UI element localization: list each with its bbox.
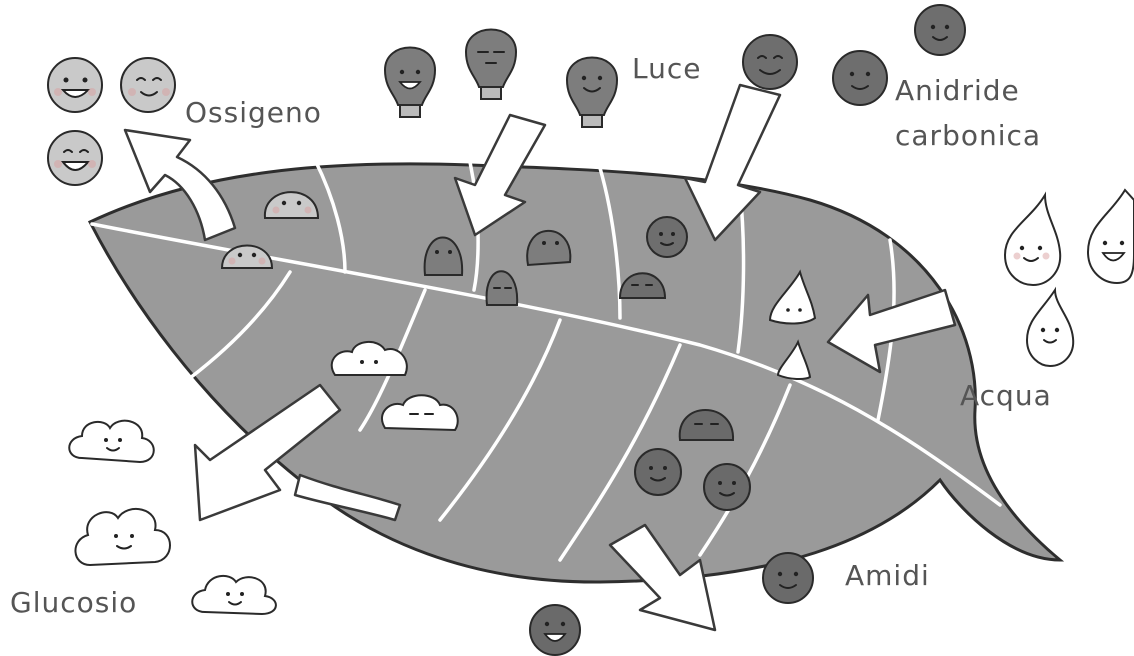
oxygen-face-icon [48,131,102,185]
starch-ball-icon [530,605,580,655]
glucose-cloud-icon [69,421,154,462]
light-bulb-icon [385,48,435,118]
co2-ball-icon [915,5,965,55]
starch-ball-icon [635,449,681,495]
co2-ball-icon [647,217,687,257]
glucose-cloud-icon [192,576,276,614]
light-bulb-icon [567,58,617,128]
label-water: Acqua [960,379,1052,412]
starch-ball-icon [704,464,750,510]
label-glucose: Glucosio [10,586,137,619]
water-drop-icon [1027,290,1073,366]
co2-ball-icon [833,51,887,105]
leaf [90,160,1060,582]
glucose-cloud-icon [75,509,170,565]
water-drop-icon [1088,190,1134,283]
label-co2-line2: carbonica [895,119,1041,152]
label-starch: Amidi [845,559,930,592]
label-oxygen: Ossigeno [185,96,322,129]
water-drop-icon [1005,195,1060,285]
oxygen-face-icon [121,58,175,112]
label-co2-line1: Anidride [895,74,1020,107]
light-bulb-icon [466,30,516,100]
oxygen-face-icon [48,58,102,112]
label-light: Luce [632,52,701,85]
co2-ball-icon [743,35,797,89]
starch-ball-icon [763,553,813,603]
